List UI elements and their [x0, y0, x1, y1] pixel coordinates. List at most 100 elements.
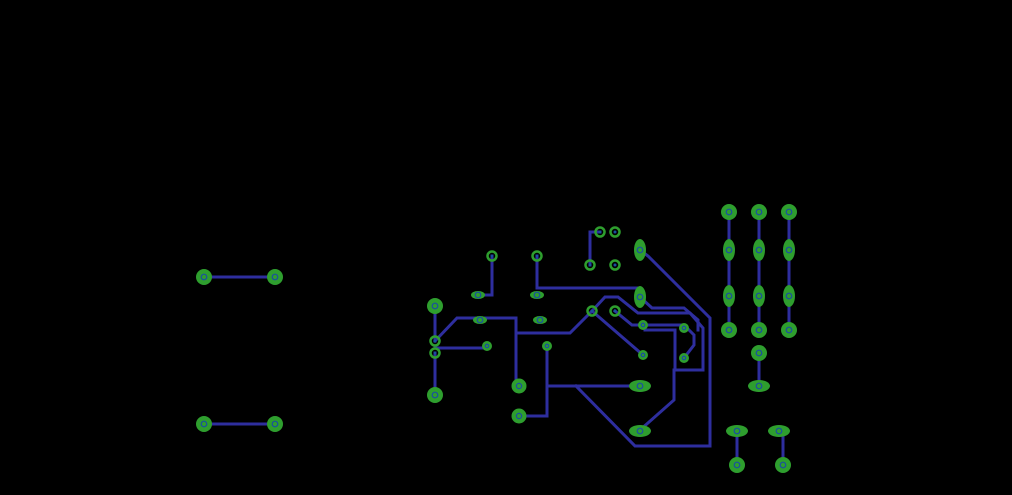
round-pad-icon [679, 353, 689, 363]
via-icon [486, 250, 498, 262]
pad-drill [200, 273, 208, 281]
via-icon [609, 305, 621, 317]
trace-10 [589, 308, 646, 358]
pad-oval [723, 285, 735, 307]
trace-16 [612, 308, 696, 361]
round-pad-icon [781, 322, 797, 338]
via-ring [594, 226, 606, 238]
round-pad-icon [196, 416, 212, 432]
pad-ring [542, 341, 552, 351]
round-pad-icon [775, 457, 791, 473]
via-drill [590, 309, 594, 313]
oval-pad-icon [783, 239, 795, 261]
pad-drill [725, 326, 733, 334]
pad-oval [473, 316, 487, 324]
via-icon [594, 226, 606, 238]
pad-drill [431, 391, 439, 399]
trace-8 [535, 254, 642, 290]
via-icon [531, 250, 543, 262]
round-pad-icon [679, 323, 689, 333]
via-ring [609, 226, 621, 238]
via-ring [609, 305, 621, 317]
via-drill [535, 254, 539, 258]
pad-ring [721, 204, 737, 220]
via-icon [586, 305, 598, 317]
pad-drill [725, 246, 733, 254]
pad-oval [753, 285, 765, 307]
pad-ring [511, 408, 527, 424]
via-ring [584, 259, 596, 271]
oval-pad-icon [473, 316, 487, 324]
round-pad-icon [751, 204, 767, 220]
via-ring [429, 335, 441, 347]
pad-drill [271, 420, 279, 428]
pad-drill [755, 349, 763, 357]
round-pad-icon [729, 457, 745, 473]
pad-drill [733, 427, 741, 435]
via-drill [433, 351, 437, 355]
pad-ring [482, 341, 492, 351]
pad-drill [681, 325, 687, 331]
round-pad-icon [751, 322, 767, 338]
pad-oval [471, 291, 485, 299]
pad-oval [783, 239, 795, 261]
oval-pad-icon [629, 425, 651, 437]
pad-oval [629, 425, 651, 437]
via-icon [584, 259, 596, 271]
trace-18 [637, 294, 700, 332]
oval-pad-icon [753, 239, 765, 261]
pad-ring [729, 457, 745, 473]
pad-oval [634, 286, 646, 308]
via-icon [609, 259, 621, 271]
pad-drill [431, 302, 439, 310]
pad-drill [775, 427, 783, 435]
pad-drill [755, 208, 763, 216]
via-drill [613, 263, 617, 267]
pad-oval [629, 380, 651, 392]
round-pad-icon [721, 204, 737, 220]
pad-drill [755, 246, 763, 254]
pad-drill [785, 326, 793, 334]
trace-11 [517, 344, 549, 418]
round-pad-icon [781, 204, 797, 220]
pad-layer [196, 204, 797, 473]
pad-drill [636, 382, 644, 390]
pad-drill [755, 382, 763, 390]
pad-drill [636, 427, 644, 435]
pad-oval [726, 425, 748, 437]
pad-drill [636, 246, 644, 254]
pad-drill [779, 461, 787, 469]
via-icon [429, 347, 441, 359]
via-drill [490, 254, 494, 258]
pad-drill [271, 273, 279, 281]
pad-oval [748, 380, 770, 392]
pad-ring [638, 320, 648, 330]
pad-drill [640, 322, 646, 328]
pad-ring [427, 298, 443, 314]
via-drill [613, 309, 617, 313]
pad-oval [530, 291, 544, 299]
oval-pad-icon [768, 425, 790, 437]
pad-drill [536, 316, 544, 324]
pad-ring [679, 323, 689, 333]
via-drill [433, 339, 437, 343]
pad-drill [474, 291, 482, 299]
round-pad-icon [638, 320, 648, 330]
via-ring [531, 250, 543, 262]
pad-ring [638, 350, 648, 360]
pad-ring [751, 322, 767, 338]
pad-oval [634, 239, 646, 261]
pad-ring [511, 378, 527, 394]
oval-pad-icon [471, 291, 485, 299]
pad-drill [476, 316, 484, 324]
round-pad-icon [482, 341, 492, 351]
pad-oval [533, 316, 547, 324]
round-pad-icon [427, 387, 443, 403]
pad-ring [267, 416, 283, 432]
trace-13 [573, 247, 712, 448]
round-pad-icon [542, 341, 552, 351]
oval-pad-icon [753, 285, 765, 307]
pad-ring [775, 457, 791, 473]
pad-ring [751, 204, 767, 220]
pad-drill [725, 208, 733, 216]
